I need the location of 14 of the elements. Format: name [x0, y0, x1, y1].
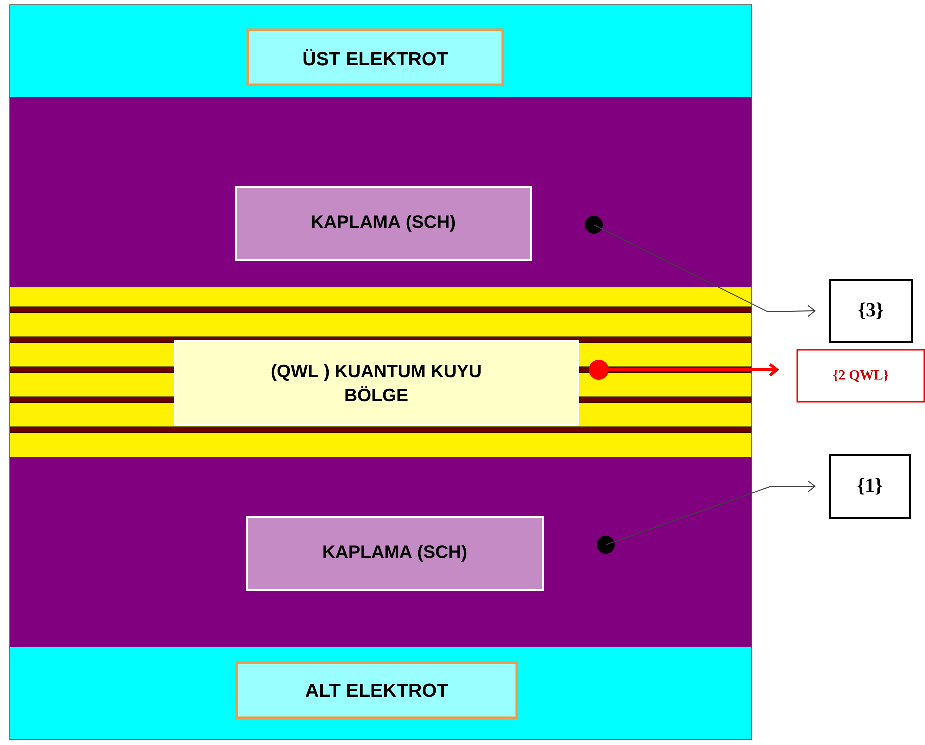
reference-box: {2 QWL} [796, 349, 925, 403]
cladding-label-box: KAPLAMA (SCH) [246, 516, 544, 591]
electrode-label-box: ALT ELEKTROT [236, 662, 518, 720]
pointer-dot [589, 360, 609, 380]
reference-box: {3} [829, 279, 914, 343]
pointer-dot [597, 536, 615, 554]
cladding-label-box: KAPLAMA (SCH) [235, 186, 532, 261]
leader-arrow [606, 480, 816, 546]
pointer-dot [585, 216, 603, 234]
reference-box: {1} [829, 454, 912, 519]
electrode-label-box: ÜST ELEKTROT [246, 28, 504, 86]
leader-arrow [594, 224, 816, 318]
quantum-well-label-box: (QWL ) KUANTUM KUYU BÖLGE [174, 340, 579, 426]
leader-arrow [609, 363, 780, 377]
